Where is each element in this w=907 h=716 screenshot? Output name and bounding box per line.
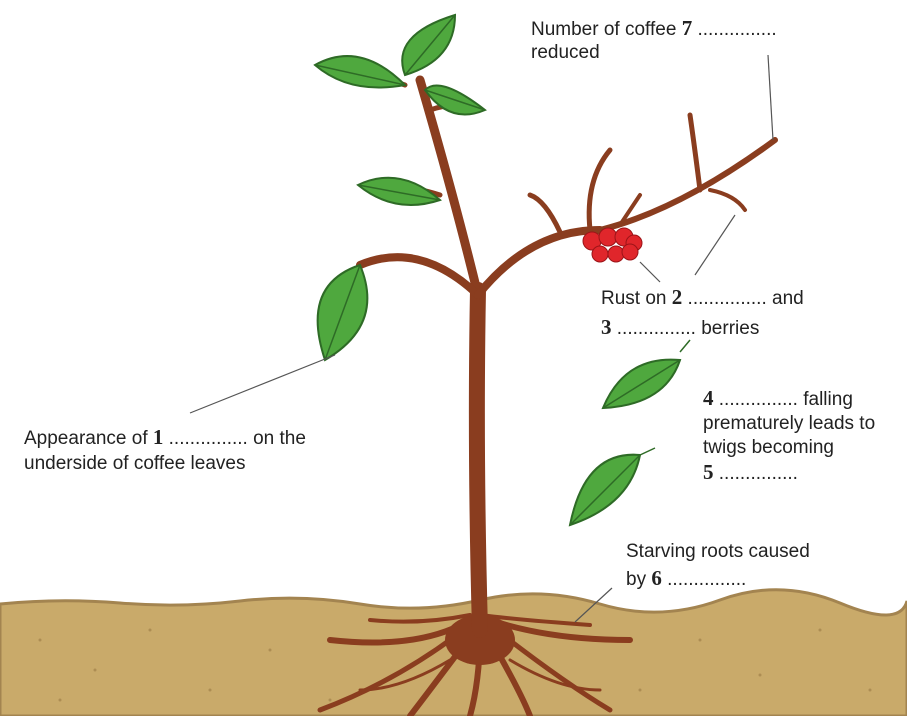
blank-7-dots[interactable]: ............... xyxy=(692,19,776,40)
label-7-line2: reduced xyxy=(531,42,600,63)
label-4-line2: prematurely leads to xyxy=(703,413,875,434)
label-6-text: by xyxy=(626,569,651,590)
blank-number-1: 1 xyxy=(153,425,164,449)
label-rust-on-berries: Rust on 2 ............... and 3 ........… xyxy=(601,283,804,343)
blank-6-dots[interactable]: ............... xyxy=(662,569,746,590)
label-2-text: Rust on xyxy=(601,288,672,309)
blank-1-dots[interactable]: ............... on the xyxy=(163,428,306,449)
blank-3-dots[interactable]: ............... berries xyxy=(612,318,760,339)
label-1-line2: underside of coffee leaves xyxy=(24,453,245,474)
label-1-text: Appearance of xyxy=(24,428,153,449)
label-starving-roots: Starving roots caused by 6 .............… xyxy=(626,539,810,593)
blank-number-3: 3 xyxy=(601,315,612,339)
label-falling-leaves: 4 ............... falling prematurely le… xyxy=(703,386,875,486)
label-7-text: Number of coffee xyxy=(531,19,682,40)
label-4-line3: twigs becoming xyxy=(703,437,834,458)
blank-5-dots[interactable]: ............... xyxy=(714,463,798,484)
blank-number-4: 4 xyxy=(703,386,714,410)
label-6-line1: Starving roots caused xyxy=(626,541,810,562)
blank-number-2: 2 xyxy=(672,285,683,309)
leaf-mid-left xyxy=(358,178,440,205)
blank-number-7: 7 xyxy=(682,16,693,40)
leader-2b xyxy=(695,215,735,275)
leaf-top-left xyxy=(315,56,405,87)
leader-7 xyxy=(768,55,773,140)
berry-cluster xyxy=(583,228,642,262)
leader-1 xyxy=(190,355,335,413)
blank-number-6: 6 xyxy=(651,566,662,590)
leader-2 xyxy=(640,262,660,282)
blank-2-dots[interactable]: ............... and xyxy=(682,288,803,309)
blank-4-dots[interactable]: ............... falling xyxy=(714,389,853,410)
label-number-of-coffee: Number of coffee 7 ............... reduc… xyxy=(531,17,777,64)
blank-number-5: 5 xyxy=(703,460,714,484)
label-appearance-leaves: Appearance of 1 ............... on the u… xyxy=(24,425,306,476)
